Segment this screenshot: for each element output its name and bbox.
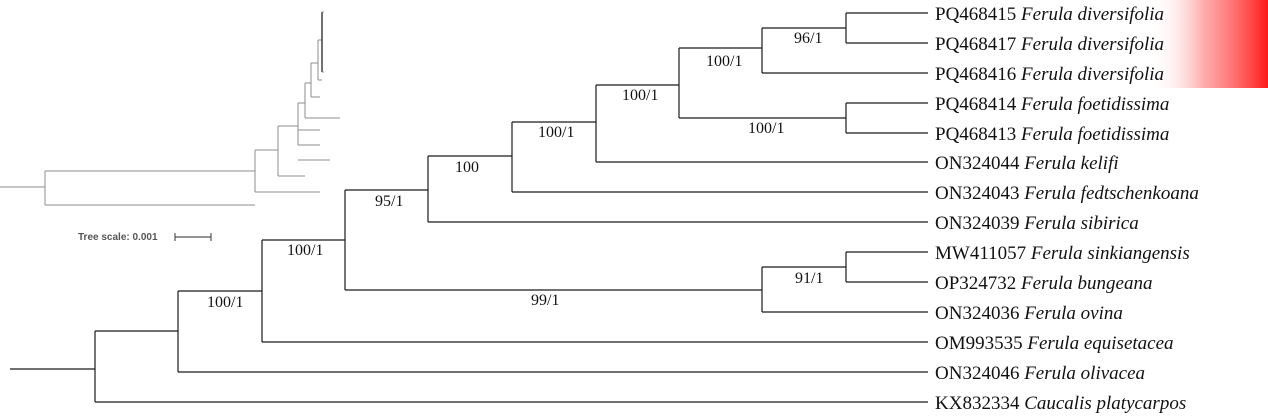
tip-species: Caucalis platycarpos bbox=[1024, 393, 1186, 414]
tip-accession: PQ468416 bbox=[935, 64, 1016, 85]
tip-species: Ferula equisetacea bbox=[1026, 333, 1173, 354]
tip-label: PQ468416 Ferula diversifolia bbox=[935, 64, 1164, 85]
tip-label: PQ468414 Ferula foetidissima bbox=[935, 94, 1169, 115]
tip-accession: ON324044 bbox=[935, 153, 1020, 174]
inset-tree bbox=[0, 11, 340, 206]
support-label: 100/1 bbox=[748, 120, 784, 137]
tip-accession: PQ468414 bbox=[935, 94, 1017, 115]
tip-species: Ferula sinkiangensis bbox=[1030, 243, 1190, 264]
tip-accession: PQ468415 bbox=[935, 4, 1016, 25]
tip-species: Ferula fedtschenkoana bbox=[1023, 183, 1199, 204]
tip-accession: ON324036 bbox=[935, 303, 1019, 324]
tree-branches bbox=[10, 12, 928, 403]
tip-species: Ferula diversifolia bbox=[1020, 64, 1164, 85]
tip-accession: OM993535 bbox=[935, 333, 1023, 354]
tip-label: PQ468415 Ferula diversifolia bbox=[935, 4, 1164, 25]
support-label: 96/1 bbox=[794, 30, 822, 47]
support-label: 95/1 bbox=[375, 193, 403, 210]
tip-species: Ferula sibirica bbox=[1023, 213, 1139, 234]
tip-species: Ferula bungeana bbox=[1020, 273, 1152, 294]
tip-accession: KX832334 bbox=[935, 393, 1020, 414]
tip-accession: PQ468417 bbox=[935, 34, 1016, 55]
tip-species: Ferula foetidissima bbox=[1020, 124, 1169, 145]
tip-accession: ON324046 bbox=[935, 363, 1019, 384]
support-label: 100/1 bbox=[622, 87, 658, 104]
tip-accession: ON324043 bbox=[935, 183, 1019, 204]
tip-label: ON324039 Ferula sibirica bbox=[935, 213, 1139, 234]
tip-species: Ferula diversifolia bbox=[1020, 34, 1164, 55]
tip-species: Ferula olivacea bbox=[1023, 363, 1145, 384]
tip-label: OP324732 Ferula bungeana bbox=[935, 273, 1152, 294]
tip-label: ON324044 Ferula kelifi bbox=[935, 153, 1119, 174]
support-label: 100 bbox=[455, 159, 479, 176]
tip-accession: MW411057 bbox=[935, 243, 1026, 264]
support-label: 91/1 bbox=[795, 270, 823, 287]
tip-accession: ON324039 bbox=[935, 213, 1019, 234]
tip-label: ON324036 Ferula ovina bbox=[935, 303, 1123, 324]
tip-label: KX832334 Caucalis platycarpos bbox=[935, 393, 1186, 414]
tip-label: MW411057 Ferula sinkiangensis bbox=[935, 243, 1190, 264]
tip-label: OM993535 Ferula equisetacea bbox=[935, 333, 1174, 354]
tree-scale-label: Tree scale: 0.001 bbox=[78, 232, 158, 243]
tip-label: ON324043 Ferula fedtschenkoana bbox=[935, 183, 1199, 204]
support-label: 100/1 bbox=[207, 294, 243, 311]
support-label: 100/1 bbox=[287, 242, 323, 259]
tip-accession: PQ468413 bbox=[935, 124, 1016, 145]
support-label: 99/1 bbox=[531, 292, 559, 309]
tip-label: PQ468417 Ferula diversifolia bbox=[935, 34, 1164, 55]
clade-highlight bbox=[1150, 0, 1268, 88]
tree-scale: Tree scale: 0.001 bbox=[78, 232, 212, 243]
support-label: 100/1 bbox=[706, 53, 742, 70]
support-values: 96/1 100/1 100/1 100/1 100/1 100 95/1 91… bbox=[207, 30, 823, 311]
tip-species: Ferula diversifolia bbox=[1020, 4, 1164, 25]
tip-label: ON324046 Ferula olivacea bbox=[935, 363, 1145, 384]
tip-accession: OP324732 bbox=[935, 273, 1016, 294]
tip-labels: PQ468415 Ferula diversifolia PQ468417 Fe… bbox=[935, 4, 1199, 414]
tip-species: Ferula ovina bbox=[1023, 303, 1123, 324]
tip-species: Ferula foetidissima bbox=[1020, 94, 1169, 115]
tip-label: PQ468413 Ferula foetidissima bbox=[935, 124, 1169, 145]
tip-species: Ferula kelifi bbox=[1023, 153, 1118, 174]
support-label: 100/1 bbox=[538, 124, 574, 141]
